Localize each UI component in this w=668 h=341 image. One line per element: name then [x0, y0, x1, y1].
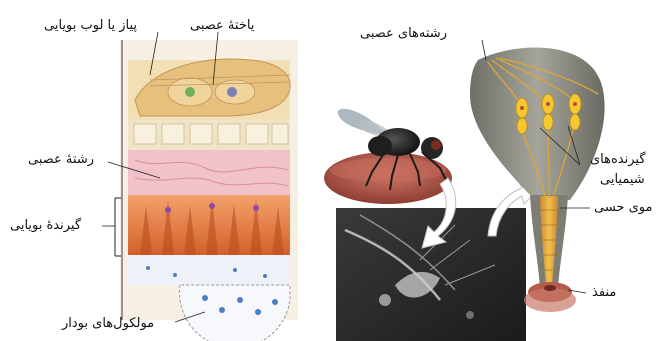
fly-illustration	[324, 109, 452, 204]
nerve-cell-body-1	[185, 87, 195, 97]
nerve-cell-body-2	[227, 87, 237, 97]
label-nerve-cell: یاختهٔ عصبی	[190, 18, 254, 33]
label-chemoreceptors-2: شیمیایی	[600, 172, 645, 187]
label-chemoreceptors-1: گیرنده‌های	[590, 152, 646, 167]
label-sensory-hair: موی حسی	[594, 200, 652, 215]
label-olfactory-bulb: پیاز یا لوب بویایی	[44, 18, 137, 33]
label-nerve-fibers-right: رشته‌های عصبی	[360, 26, 447, 41]
label-odor-molecules: مولکول‌های بودار	[62, 316, 154, 331]
cribriform-plate	[128, 120, 290, 150]
label-olfactory-receptor: گیرندهٔ بویایی	[10, 218, 81, 233]
olfactory-tissue-illustration	[115, 40, 298, 341]
odor-molecules-zoom	[179, 285, 290, 341]
nerve-fiber-layer	[128, 150, 290, 195]
label-nerve-fiber-left: رشتهٔ عصبی	[28, 152, 94, 167]
sensillum-head	[470, 47, 605, 200]
label-pore: منفذ	[592, 285, 616, 300]
